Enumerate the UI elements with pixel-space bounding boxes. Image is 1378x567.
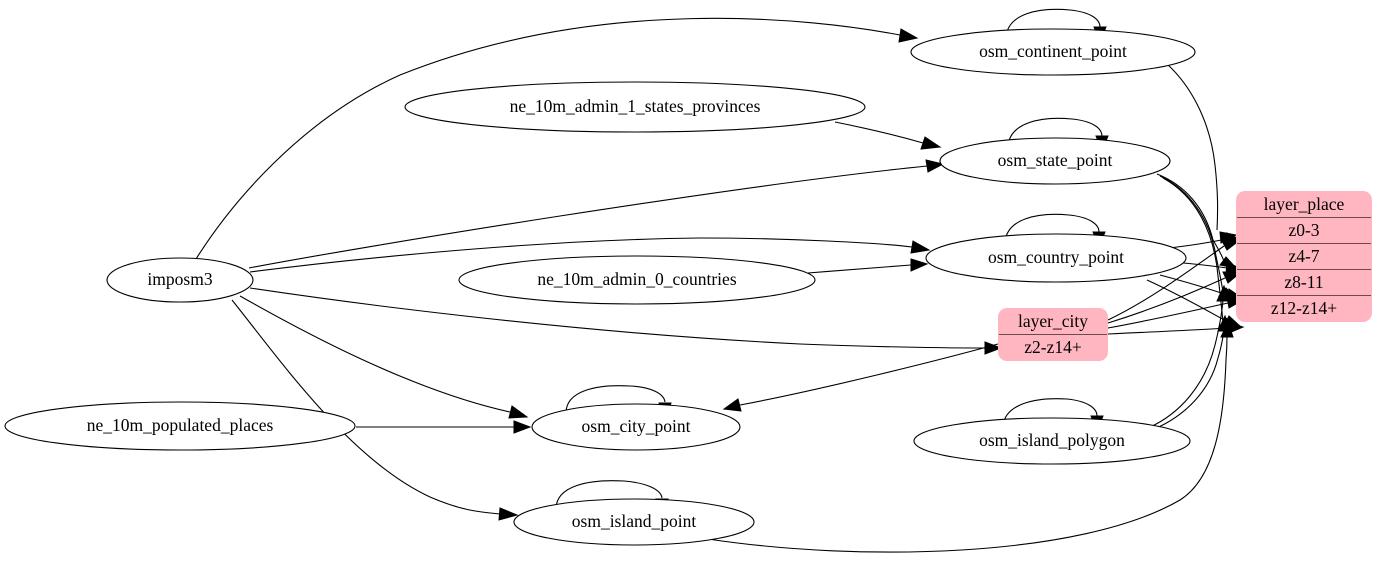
edge-imposm3-to-osm-country-point — [249, 237, 931, 273]
node-osm-island-point[interactable]: osm_island_point — [513, 498, 755, 546]
record-node-layer-city[interactable]: layer_city z2-z14+ — [998, 308, 1108, 361]
edge-osm-continent-point-to-layer-place-z0-3 — [1166, 63, 1238, 244]
node-label-osm-state-point: osm_state_point — [998, 150, 1113, 170]
node-osm-country-point[interactable]: osm_country_point — [925, 233, 1187, 283]
node-osm-island-polygon[interactable]: osm_island_polygon — [913, 417, 1191, 465]
edge-imposm3-to-osm-city-point — [239, 295, 529, 419]
edge-imposm3-to-osm-continent-point — [195, 17, 919, 260]
layer-place-row-z12-z14plus[interactable]: z12-z14+ — [1237, 295, 1371, 321]
layer-city-header: layer_city — [999, 309, 1107, 335]
nodes-layer: imposm3 ne_10m_populated_places ne_10m_a… — [4, 28, 1196, 546]
node-imposm3[interactable]: imposm3 — [106, 257, 254, 303]
node-label-osm-island-polygon: osm_island_polygon — [979, 430, 1125, 450]
node-ne-10m-admin-1-states-provinces[interactable]: ne_10m_admin_1_states_provinces — [404, 81, 866, 133]
node-osm-continent-point[interactable]: osm_continent_point — [910, 28, 1196, 76]
node-label-osm-island-point: osm_island_point — [572, 511, 697, 531]
edge-layer-city-to-osm-city-point — [722, 343, 999, 412]
layer-place-header: layer_place — [1237, 192, 1371, 218]
edge-imposm3-to-osm-state-point — [248, 159, 945, 269]
edge-osm-island-point-to-layer-place-z12-z14 — [707, 320, 1234, 553]
record-node-layer-place[interactable]: layer_place z0-3 z4-7 z8-11 z12-z14+ — [1236, 191, 1372, 322]
node-label-ne-10m-admin-0-countries: ne_10m_admin_0_countries — [537, 269, 736, 289]
layer-city-row-z2-z14plus[interactable]: z2-z14+ — [999, 334, 1107, 360]
node-label-osm-country-point: osm_country_point — [988, 247, 1124, 267]
node-ne-10m-populated-places[interactable]: ne_10m_populated_places — [4, 401, 356, 451]
layer-place-row-z8-11[interactable]: z8-11 — [1237, 269, 1371, 296]
node-ne-10m-admin-0-countries[interactable]: ne_10m_admin_0_countries — [458, 255, 816, 305]
node-label-imposm3: imposm3 — [147, 269, 212, 289]
edge-osm-island-polygon-to-layer-place-z8-11 — [1147, 284, 1230, 429]
layer-place-row-z0-3[interactable]: z0-3 — [1237, 217, 1371, 244]
edge-ne-states-to-osm-state-point — [834, 121, 942, 150]
node-osm-state-point[interactable]: osm_state_point — [939, 137, 1171, 185]
layer-place-row-z4-7[interactable]: z4-7 — [1237, 243, 1371, 270]
edge-ne-populated-to-osm-city-point — [356, 420, 532, 434]
edge-ne-countries-to-osm-country-point — [807, 258, 929, 274]
node-label-ne-10m-admin-1-states-provinces: ne_10m_admin_1_states_provinces — [510, 96, 761, 116]
node-label-ne-10m-populated-places: ne_10m_populated_places — [87, 415, 274, 435]
node-label-osm-city-point: osm_city_point — [582, 416, 691, 436]
edge-layer-city-to-layer-place-z0-3 — [1107, 239, 1242, 321]
node-label-osm-continent-point: osm_continent_point — [979, 41, 1127, 61]
edge-imposm3-to-osm-island-point — [231, 299, 519, 521]
node-osm-city-point[interactable]: osm_city_point — [531, 403, 741, 451]
